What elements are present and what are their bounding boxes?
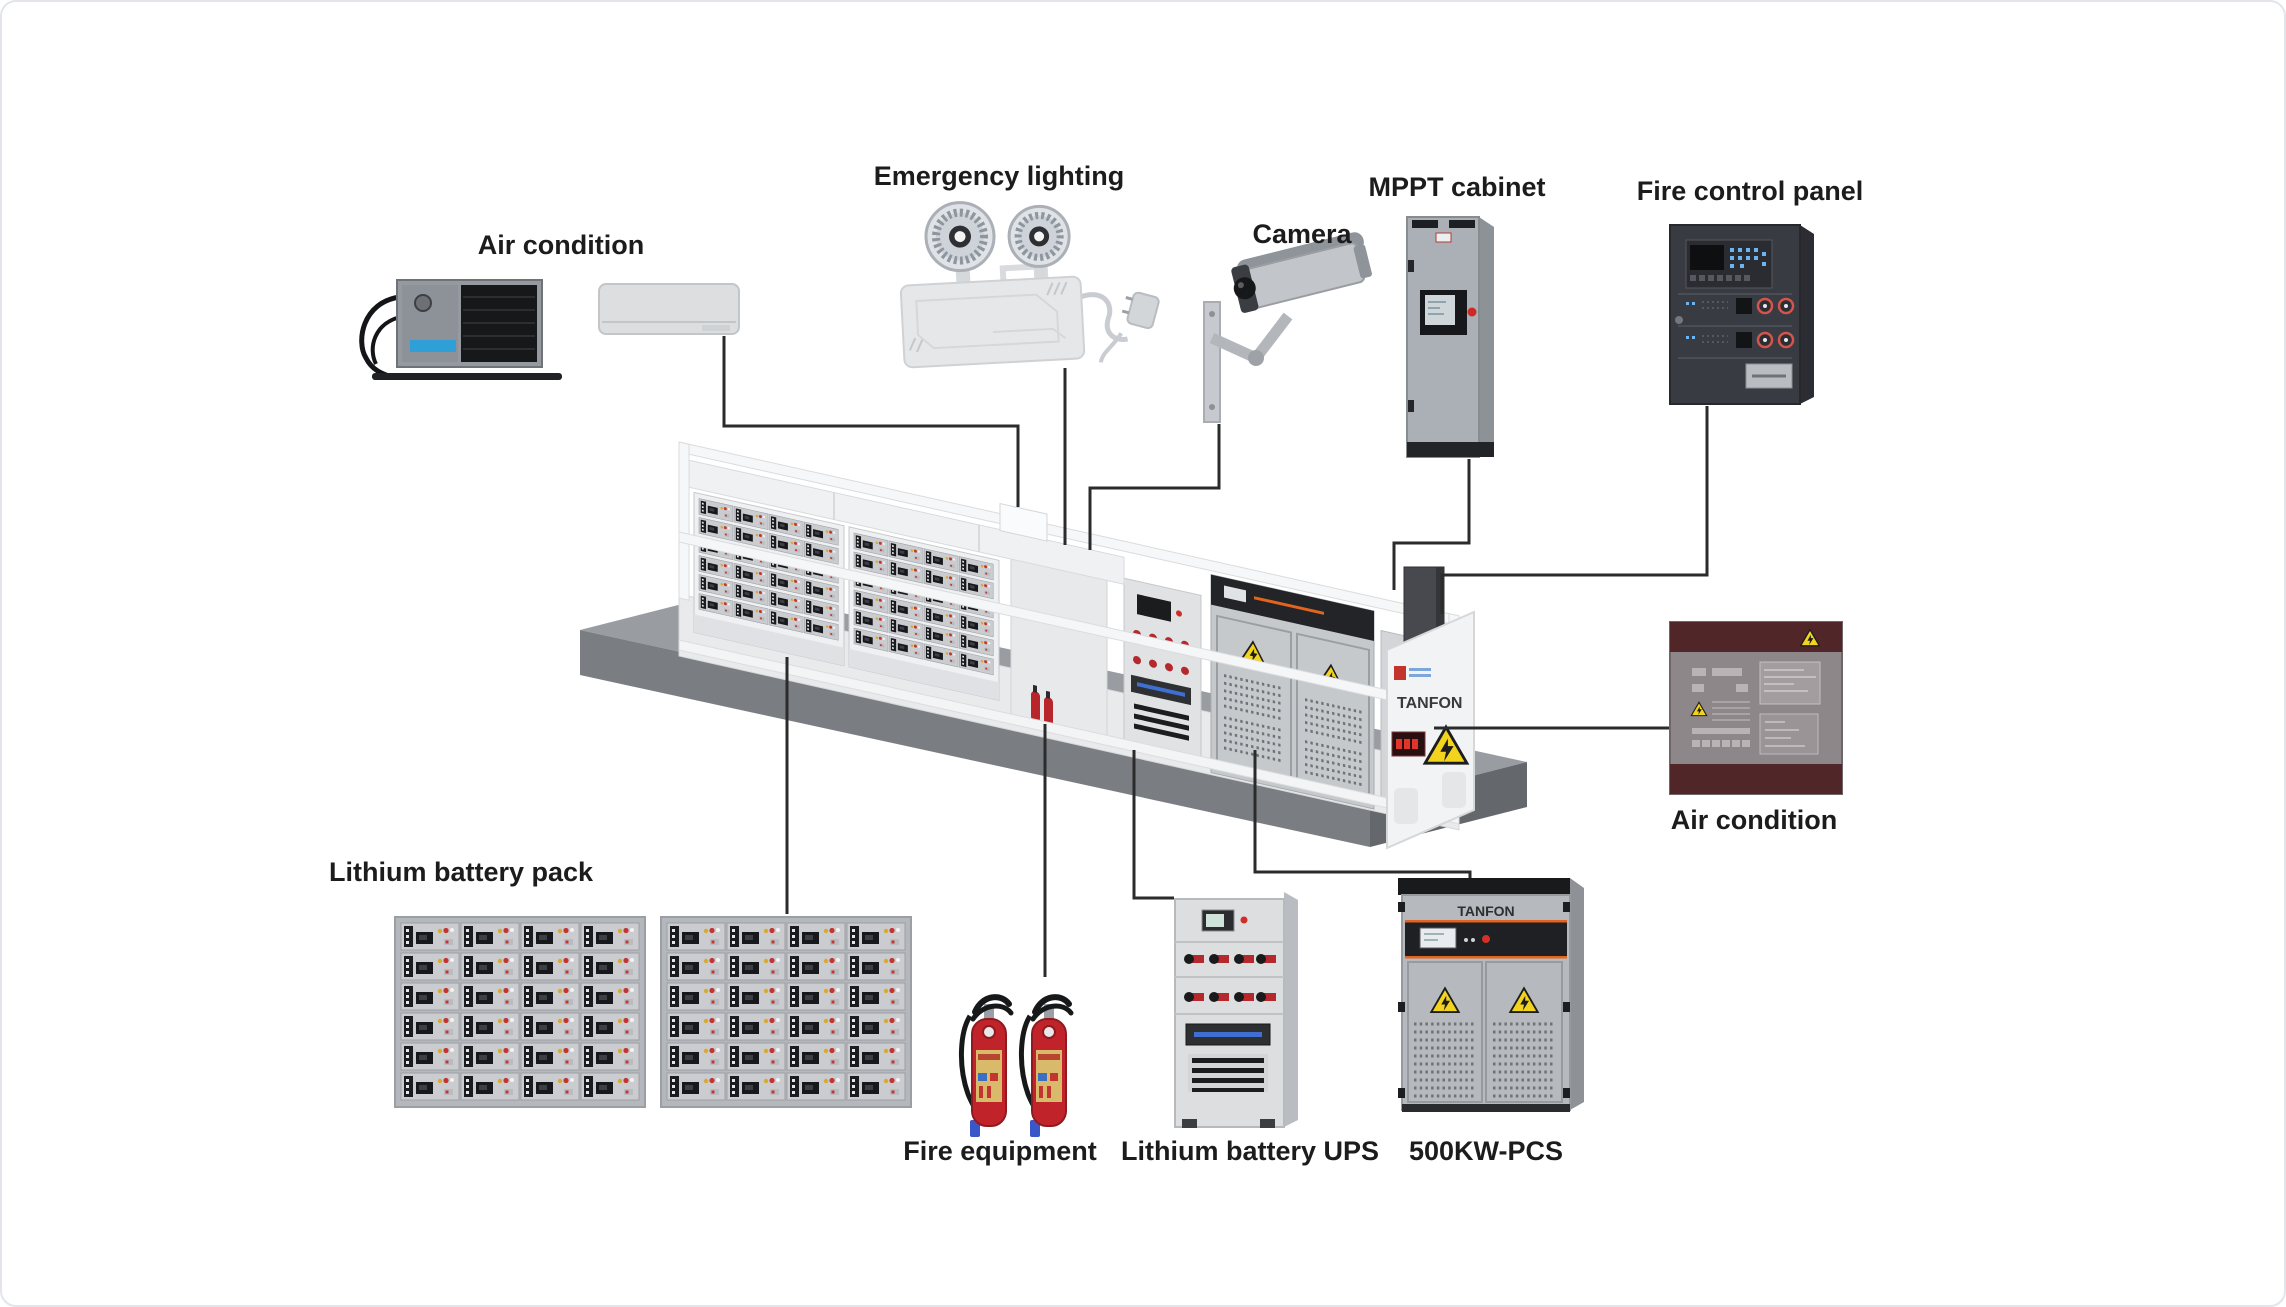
camera-body — [1231, 232, 1372, 313]
connector-lithium-battery-ups — [1132, 750, 1174, 900]
emergency-lamp-icon — [924, 201, 996, 273]
brand-name: TANFON — [1397, 695, 1462, 712]
pcs-button — [1482, 935, 1490, 943]
lithium-battery-pack — [395, 917, 911, 1107]
fire-panel-screen — [1690, 245, 1724, 270]
lithium-battery-ups — [1174, 892, 1298, 1128]
mppt-cabinet — [1406, 216, 1494, 458]
fire-control-panel — [1669, 224, 1814, 405]
container-end-wall: TANFON — [1386, 610, 1475, 850]
container-fire-extinguishers — [1031, 684, 1053, 728]
ups-dc-connectors — [1184, 954, 1276, 1002]
label-lithium-battery-ups: Lithium battery UPS — [1121, 1136, 1379, 1166]
label-air-condition-left: Air condition — [478, 230, 644, 260]
label-mppt-cabinet: MPPT cabinet — [1368, 172, 1545, 202]
pcs-500kw: TANFON — [1398, 878, 1584, 1112]
connector-mppt-cabinet — [1392, 459, 1471, 590]
camera — [1203, 232, 1372, 423]
container-post-left — [678, 441, 690, 601]
label-fire-equipment: Fire equipment — [903, 1136, 1097, 1166]
connector-air-condition-left — [722, 336, 1020, 507]
label-air-condition-right: Air condition — [1671, 805, 1837, 835]
container-bottom-rail — [678, 639, 1460, 825]
label-camera: Camera — [1252, 219, 1352, 249]
emergency-lamp-icon — [1007, 204, 1071, 268]
container-roof-ac-box — [999, 502, 1048, 542]
air-condition-indoor-unit — [598, 283, 740, 335]
panel-keyhole-icon — [1675, 316, 1683, 324]
emergency-lighting — [899, 201, 1160, 369]
mppt-button — [1467, 307, 1477, 317]
air-condition-panel — [1669, 621, 1843, 795]
label-emergency-lighting: Emergency lighting — [874, 161, 1125, 191]
connector-lines — [722, 336, 1709, 977]
connector-camera — [1088, 424, 1221, 550]
label-fire-control-panel: Fire control panel — [1637, 176, 1864, 206]
fire-equipment — [961, 997, 1071, 1137]
connector-fire-control-panel — [1440, 406, 1709, 614]
brand-logo-icon — [1394, 666, 1406, 680]
air-condition-outdoor-unit — [359, 279, 562, 380]
brand-name: TANFON — [1457, 903, 1514, 919]
label-pcs: 500KW-PCS — [1409, 1136, 1563, 1166]
power-plug-icon — [1126, 291, 1160, 330]
container-ups-cabinet — [1123, 577, 1202, 767]
label-lithium-battery-pack: Lithium battery pack — [329, 857, 594, 887]
pcs-screen — [1419, 927, 1457, 949]
container-pcs-cabinet — [1210, 574, 1375, 810]
